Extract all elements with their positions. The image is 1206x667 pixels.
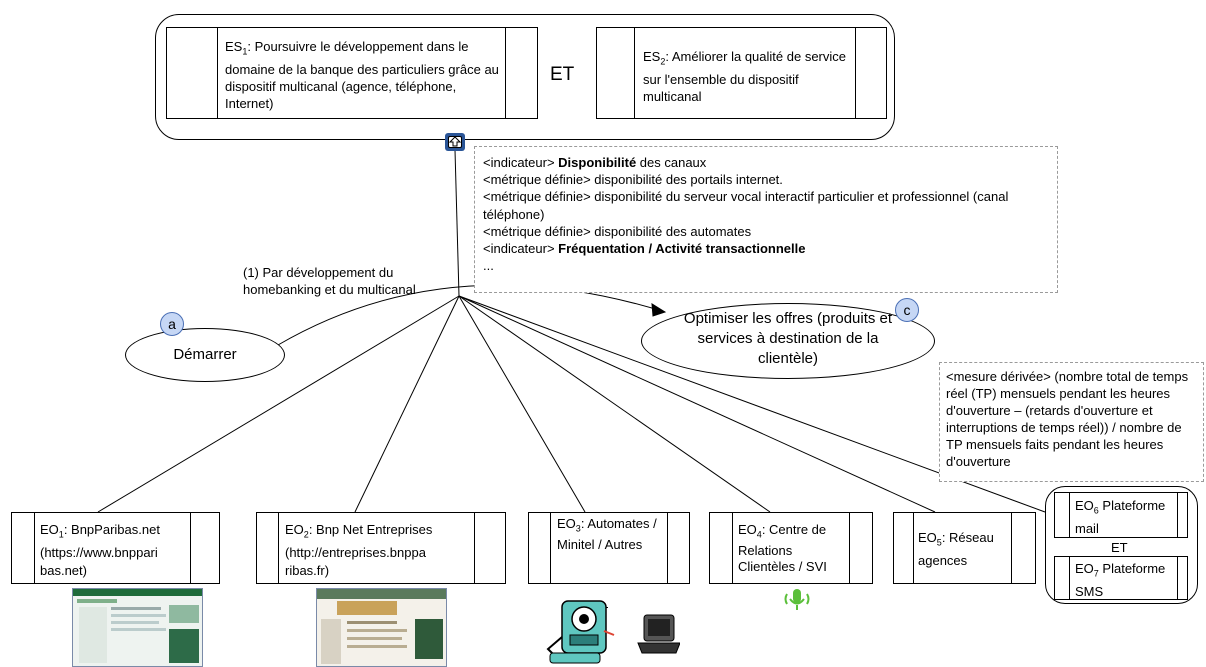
es1-text: ES1: Poursuivre le développement dans le… bbox=[225, 39, 499, 111]
eo7-text: EO7 Plateforme SMS bbox=[1075, 561, 1166, 599]
start-goal[interactable]: Démarrer bbox=[125, 328, 285, 382]
eo7-box[interactable]: EO7 Plateforme SMS bbox=[1054, 556, 1188, 600]
metric-line: <métrique définie> disponibilité des por… bbox=[483, 172, 783, 188]
eo5-box[interactable]: EO5: Réseau agences bbox=[893, 512, 1036, 584]
ellipsis-line: ... bbox=[483, 258, 494, 274]
arc-arrowhead bbox=[651, 303, 667, 317]
start-label: Démarrer bbox=[173, 346, 237, 363]
optimize-goal[interactable]: Optimiser les offres (produits et servic… bbox=[641, 303, 935, 379]
indicator-box: <indicateur> Disponibilité des canaux <m… bbox=[474, 146, 1058, 293]
bnpparibas-net-screenshot bbox=[72, 588, 203, 667]
eo5-text: EO5: Réseau agences bbox=[918, 530, 994, 568]
branch-line-eo4 bbox=[458, 295, 771, 513]
es2-box[interactable]: ES2: Améliorer la qualité de service sur… bbox=[596, 27, 887, 119]
indicator-line: <indicateur> Disponibilité des canaux bbox=[483, 155, 707, 170]
group-connector: ET bbox=[1111, 540, 1128, 555]
eo3-text: EO3: Automates / Minitel / Autres bbox=[557, 516, 657, 552]
branch-line-eo2 bbox=[354, 295, 460, 513]
start-badge: a bbox=[160, 312, 184, 336]
atm-minitel-illustration bbox=[546, 600, 680, 664]
es1-box[interactable]: ES1: Poursuivre le développement dans le… bbox=[166, 27, 538, 119]
branch-line-eo1 bbox=[97, 295, 460, 513]
decomposition-label: (1) Par développement du homebanking et … bbox=[243, 265, 416, 297]
optimize-badge: c bbox=[895, 298, 919, 322]
eo2-text: EO2: Bnp Net Entreprises (http://entrepr… bbox=[285, 522, 433, 578]
eo4-text: EO4: Centre de Relations Clientèles / SV… bbox=[738, 522, 827, 574]
es2-text: ES2: Améliorer la qualité de service sur… bbox=[643, 49, 847, 104]
bnp-net-entreprises-screenshot bbox=[316, 588, 447, 667]
indicator-line: <indicateur> Fréquentation / Activité tr… bbox=[483, 241, 806, 257]
measure-text: <mesure dérivée> (nombre total de temps … bbox=[946, 369, 1189, 469]
eo6-text: EO6 Plateforme mail bbox=[1075, 498, 1166, 536]
eo2-box[interactable]: EO2: Bnp Net Entreprises (http://entrepr… bbox=[256, 512, 506, 584]
es-connector: ET bbox=[550, 64, 575, 85]
eo1-box[interactable]: EO1: BnpParibas.net (https://www.bnppari… bbox=[11, 512, 220, 584]
metric-line: <métrique définie> disponibilité des aut… bbox=[483, 223, 752, 239]
microphone-icon bbox=[784, 589, 810, 610]
branch-line-eo3 bbox=[458, 295, 586, 513]
link-icon[interactable] bbox=[445, 133, 465, 151]
metric-line: <métrique définie> disponibilité du serv… bbox=[483, 189, 1009, 222]
measure-box: <mesure dérivée> (nombre total de temps … bbox=[939, 362, 1204, 482]
arc-line bbox=[277, 284, 666, 346]
branch-line-eo5 bbox=[458, 295, 936, 513]
eo6-box[interactable]: EO6 Plateforme mail bbox=[1054, 492, 1188, 538]
indicator-list: <indicateur> Disponibilité des canaux <m… bbox=[483, 154, 1051, 274]
eo1-text: EO1: BnpParibas.net (https://www.bnppari… bbox=[40, 522, 160, 578]
eo3-box[interactable]: EO3: Automates / Minitel / Autres bbox=[528, 512, 690, 584]
link-line bbox=[454, 149, 460, 297]
eo4-box[interactable]: EO4: Centre de Relations Clientèles / SV… bbox=[709, 512, 873, 584]
optimize-label: Optimiser les offres (produits et servic… bbox=[683, 310, 893, 367]
